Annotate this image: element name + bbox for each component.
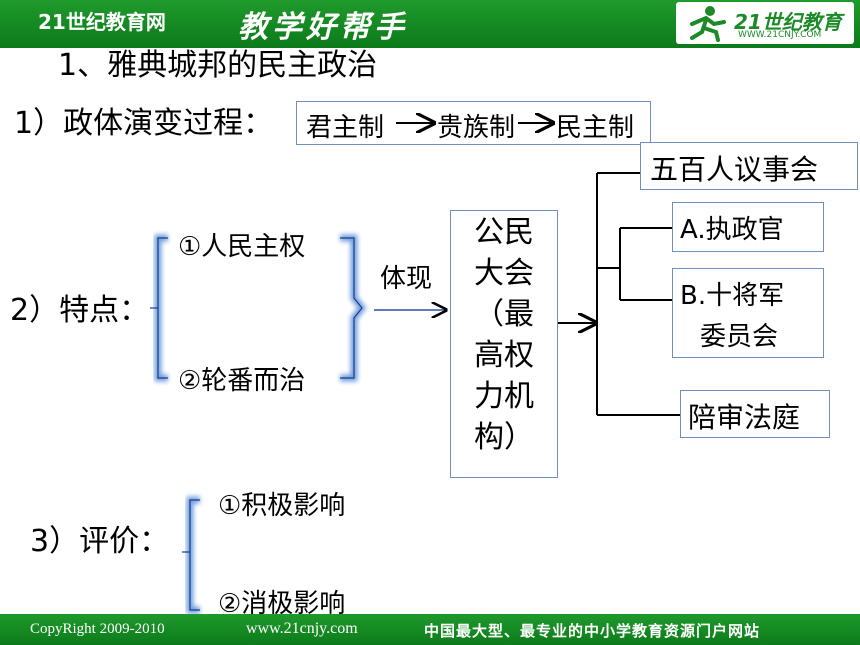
evolution-stage-2: 贵族制 [437, 113, 516, 143]
assembly-line-6: 构） [474, 420, 534, 455]
logo-text: 21世纪教育 [734, 10, 842, 34]
section3-label: 3）评价： [30, 524, 170, 559]
footer-slogan: 中国最大型、最专业的中小学教育资源门户网站 [424, 622, 761, 640]
evolution-stage-1: 君主制 [306, 113, 385, 143]
evolution-stage-3: 民主制 [556, 113, 635, 143]
reflect-label: 体现 [380, 264, 433, 294]
runner-logo-icon [690, 6, 726, 42]
feature-2: ②轮番而治 [178, 366, 306, 396]
footer-banner [0, 614, 860, 645]
archon-box [672, 202, 824, 252]
assembly-text: 公民 大会 （最 高权 力机 构） [450, 212, 558, 458]
site-name: 21世纪教育网 [38, 10, 166, 34]
council-label: 五百人议事会 [650, 153, 819, 186]
assembly-line-1: 公民 [474, 215, 534, 250]
generals-label-2: 委员会 [700, 322, 779, 352]
court-label: 陪审法庭 [688, 401, 801, 434]
court-box [680, 390, 830, 438]
assembly-box [450, 210, 558, 478]
evaluation-bracket [189, 499, 200, 611]
archon-label: A.执政官 [680, 215, 784, 245]
assembly-line-4: 高权 [474, 338, 534, 373]
slide-title: 1、雅典城邦的民主政治 [58, 48, 378, 83]
assembly-line-2: 大会 [474, 256, 534, 291]
section2-label: 2）特点： [10, 293, 150, 328]
council-box [640, 142, 858, 190]
generals-box [672, 268, 824, 358]
footer-copyright: CopyRight 2009-2010 [30, 621, 165, 637]
evaluation-positive: ①积极影响 [218, 491, 346, 521]
logo-url: WWW.21CNJY.COM [738, 30, 822, 40]
assembly-line-5: 力机 [474, 379, 534, 414]
assembly-line-3: （最 [474, 297, 534, 332]
banner-slogan: 教学好帮手 [238, 10, 408, 45]
evolution-box [296, 101, 651, 145]
section1-label: 1）政体演变过程： [14, 106, 274, 141]
footer-url[interactable]: www.21cnjy.com [246, 620, 358, 637]
feature-1: ①人民主权 [178, 232, 306, 262]
features-right-bracket [340, 237, 363, 379]
generals-label-1: B.十将军 [680, 281, 785, 311]
